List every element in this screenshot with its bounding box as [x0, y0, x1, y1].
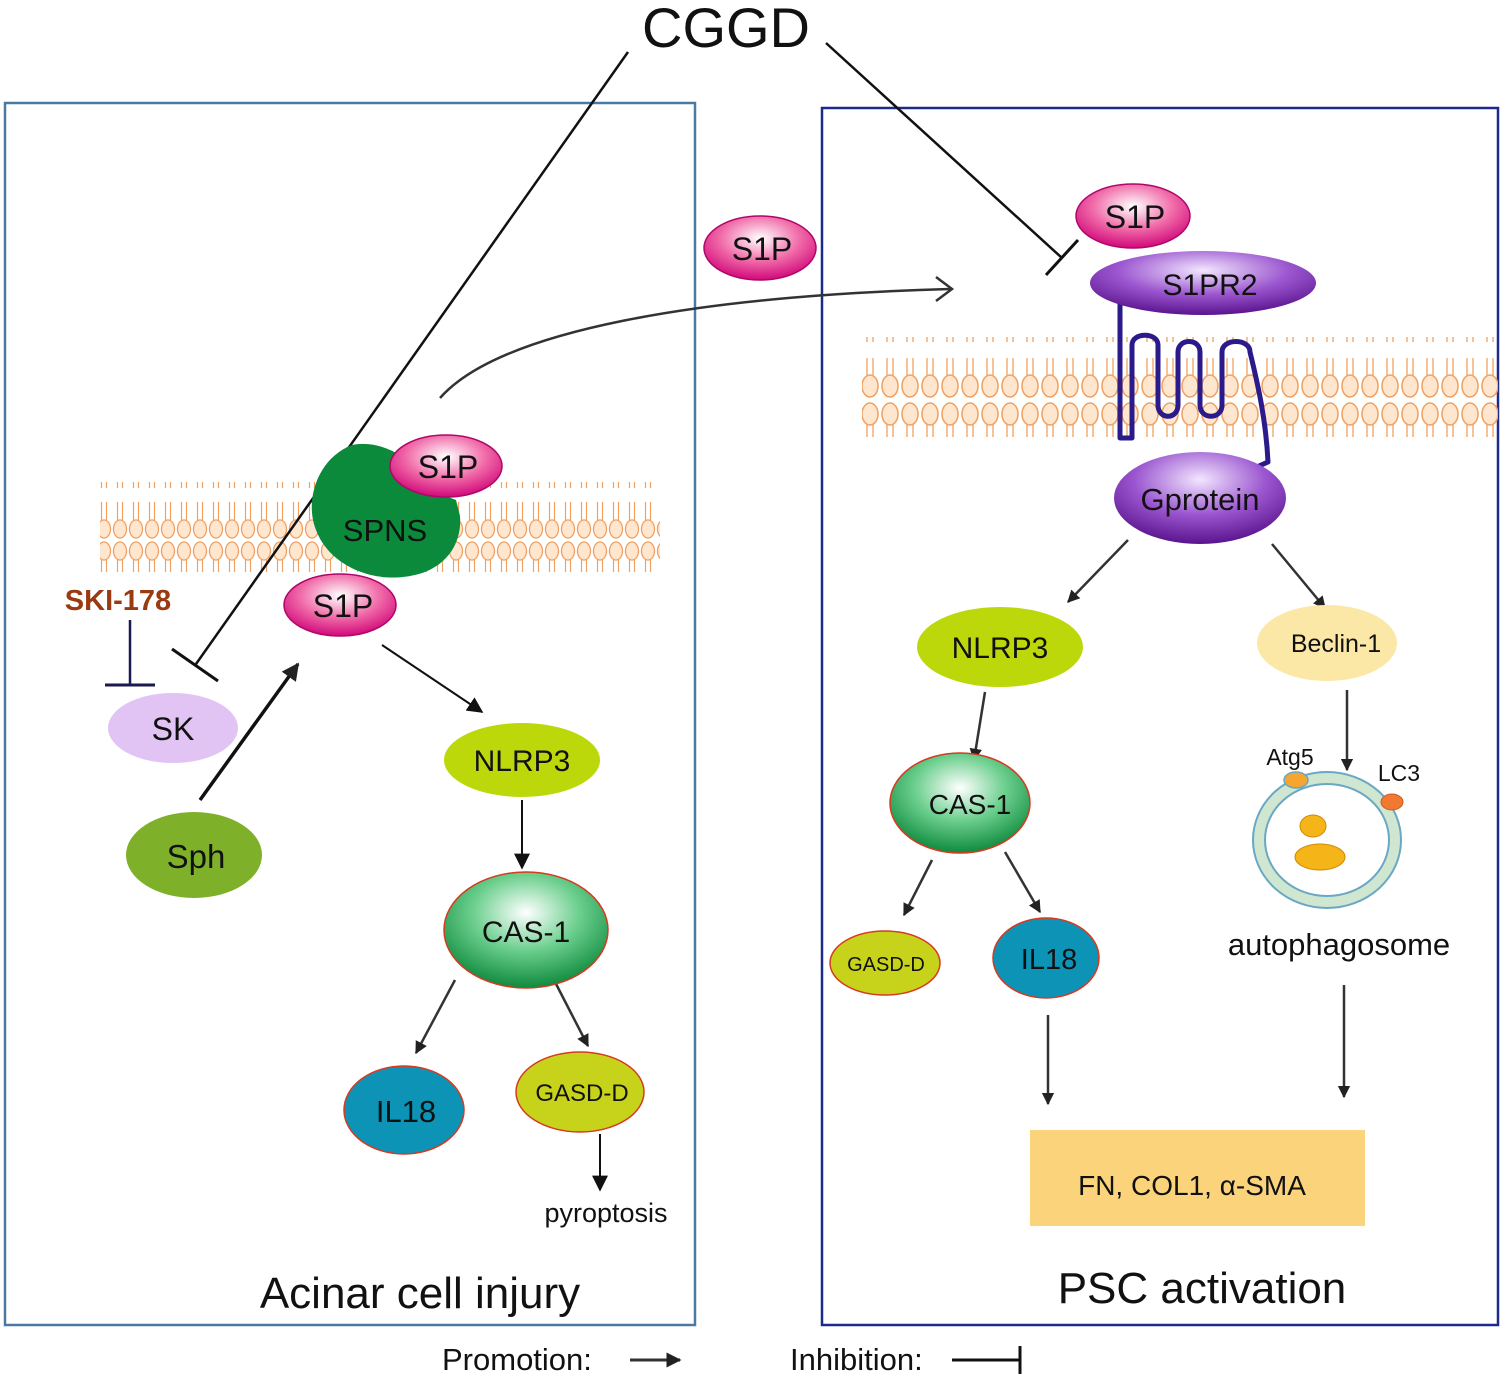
pyroptosis-label: pyroptosis: [544, 1198, 667, 1228]
cas1-to-gasdd-arrow-left: [552, 979, 590, 1048]
svg-text:S1P: S1P: [1105, 199, 1165, 235]
sk-node: SK: [108, 693, 238, 763]
s1p-receptor-bound-node: S1P: [1075, 183, 1191, 249]
svg-text:NLRP3: NLRP3: [474, 745, 571, 778]
il18-node-left: IL18: [343, 1065, 465, 1155]
gasdd-node-right: GASD-D: [829, 930, 941, 996]
svg-text:GASD-D: GASD-D: [535, 1080, 628, 1107]
lc3-label: LC3: [1378, 760, 1420, 786]
cas1-node-left: CAS-1: [443, 871, 609, 989]
nlrp3-node-right: NLRP3: [917, 607, 1083, 687]
atg5-label: Atg5: [1266, 744, 1313, 770]
svg-text:NLRP3: NLRP3: [952, 632, 1049, 665]
svg-text:S1P: S1P: [418, 449, 478, 485]
cggd-inhibits-s1p-bar: [1044, 238, 1080, 277]
left-panel-caption: Acinar cell injury: [260, 1269, 580, 1318]
svg-text:SPNS: SPNS: [343, 513, 427, 548]
gprotein-to-beclin-arrow: [1271, 543, 1326, 609]
svg-text:CAS-1: CAS-1: [482, 916, 570, 949]
right-panel-frame: [820, 106, 1500, 1327]
s1p-secretion-arrow: [439, 287, 951, 399]
s1pr2-node: S1PR2: [1090, 251, 1316, 315]
svg-text:Beclin-1: Beclin-1: [1291, 630, 1381, 658]
gasdd-node-left: GASD-D: [515, 1051, 645, 1133]
svg-text:SK: SK: [152, 711, 195, 747]
fibrosis-markers-label: FN, COL1, α-SMA: [1078, 1170, 1306, 1201]
cas1-to-il18-arrow-left: [414, 979, 457, 1055]
fibrosis-markers-box: [1030, 1130, 1365, 1226]
cggd-inhibits-s1p-line: [825, 42, 1063, 259]
cas1-node-right: CAS-1: [889, 752, 1031, 854]
autophagosome-shape: [1252, 771, 1404, 909]
right-panel-caption: PSC activation: [1058, 1264, 1347, 1313]
autophagosome-label: autophagosome: [1228, 927, 1450, 962]
cggd-inhibits-sk-line: [194, 51, 630, 665]
cas1-to-gasdd-arrow-right: [902, 859, 934, 917]
s1p-to-nlrp3-arrow-left: [381, 644, 484, 713]
gprotein-to-nlrp3-arrow: [1067, 539, 1129, 603]
ski178-label: SKI-178: [65, 585, 171, 617]
nlrp3-to-cas1-arrow-right: [969, 691, 987, 762]
cggd-label: CGGD: [642, 0, 810, 59]
s1p-membrane-node: S1P: [389, 434, 503, 498]
svg-text:S1PR2: S1PR2: [1162, 269, 1257, 302]
svg-text:IL18: IL18: [376, 1094, 436, 1129]
svg-text:S1P: S1P: [313, 588, 373, 624]
s1p-secretion-arrowhead: [935, 276, 955, 302]
legend-promotion-label: Promotion:: [442, 1342, 592, 1377]
svg-text:IL18: IL18: [1021, 944, 1077, 976]
s1p-inner-node: S1P: [283, 573, 397, 637]
svg-text:CAS-1: CAS-1: [929, 789, 1011, 820]
svg-text:GASD-D: GASD-D: [847, 954, 925, 976]
cggd-inhibits-sk-bar: [171, 647, 219, 683]
svg-text:Sph: Sph: [167, 838, 226, 875]
svg-text:Gprotein: Gprotein: [1141, 482, 1260, 517]
s1p-secreted-node: S1P: [703, 215, 817, 281]
left-panel-frame: [3, 101, 697, 1327]
svg-text:S1P: S1P: [732, 231, 792, 267]
s1pr2-transmembrane-helix: [1102, 280, 1271, 473]
cas1-to-il18-arrow-right: [1003, 851, 1042, 914]
sph-node: Sph: [126, 812, 262, 898]
legend-inhibition-label: Inhibition:: [790, 1342, 923, 1377]
il18-node-right: IL18: [992, 917, 1100, 999]
sph-to-s1p-arrow: [198, 662, 300, 802]
gprotein-node: Gprotein: [1114, 452, 1286, 544]
beclin1-node: Beclin-1: [1257, 605, 1397, 681]
nlrp3-node-left: NLRP3: [444, 723, 600, 797]
